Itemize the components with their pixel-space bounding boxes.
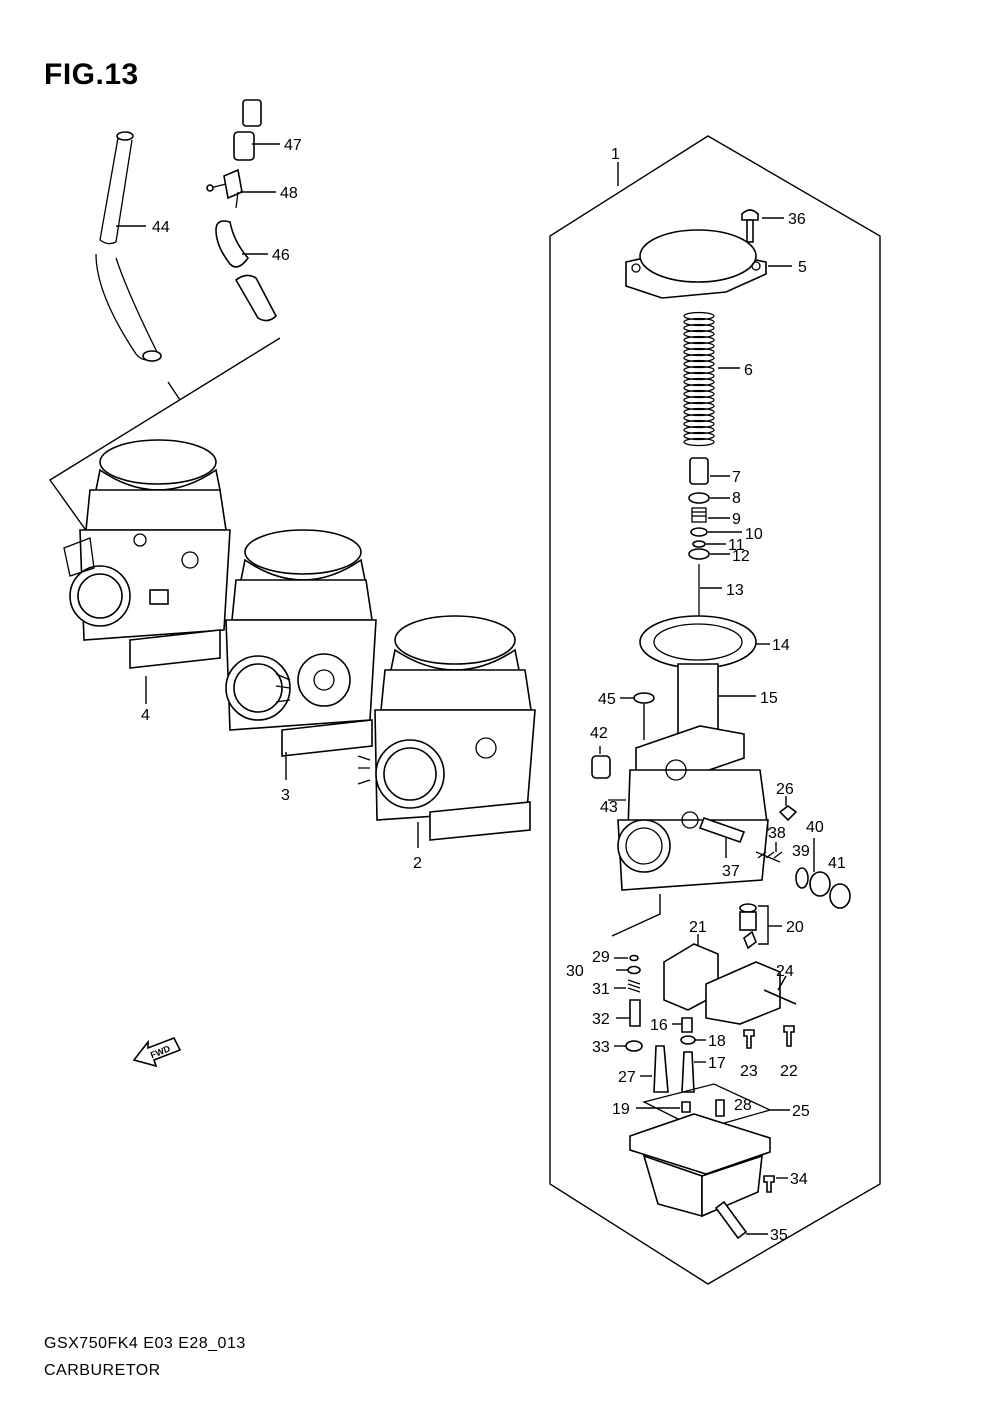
washer-30 <box>627 965 641 975</box>
valve-20 <box>739 903 757 950</box>
screw-19 <box>681 1101 691 1113</box>
callout-15: 15 <box>760 690 778 707</box>
callout-31: 31 <box>592 981 610 998</box>
callout-28: 28 <box>734 1097 752 1114</box>
hose-46 <box>215 220 277 322</box>
carburetor-kit-outline <box>549 135 881 1285</box>
top-cap-5 <box>625 229 767 299</box>
hose-assembly-bracket <box>48 337 281 551</box>
callout-33: 33 <box>592 1039 610 1056</box>
hose-47 <box>233 99 262 161</box>
callout-46: 46 <box>272 247 290 264</box>
callout-44: 44 <box>152 219 170 236</box>
callout-23: 23 <box>740 1063 758 1080</box>
screw-27 <box>653 1045 669 1093</box>
float-chamber <box>629 1113 771 1218</box>
callout-25: 25 <box>792 1103 810 1120</box>
callout-40: 40 <box>806 819 824 836</box>
screw-23 <box>743 1029 755 1049</box>
jet-17 <box>681 1051 695 1093</box>
callout-27: 27 <box>618 1069 636 1086</box>
callout-20: 20 <box>786 919 804 936</box>
cap-42 <box>591 755 611 779</box>
callout-14: 14 <box>772 637 790 654</box>
screw-34 <box>763 1175 775 1193</box>
carburetor-3 <box>225 529 377 757</box>
pin-24 <box>763 989 797 1005</box>
jet-16 <box>681 1017 693 1033</box>
figure-title: FIG.13 <box>44 58 139 91</box>
spring-31 <box>627 979 641 993</box>
screw-22 <box>783 1025 795 1047</box>
callout-22: 22 <box>780 1063 798 1080</box>
needle-parts-7-12 <box>688 457 710 560</box>
callout-37: 37 <box>722 863 740 880</box>
callout-26: 26 <box>776 781 794 798</box>
cap-41 <box>829 883 851 909</box>
callout-42: 42 <box>590 725 608 742</box>
callout-18: 18 <box>708 1033 726 1050</box>
callout-4: 4 <box>141 707 150 724</box>
callout-16: 16 <box>650 1017 668 1034</box>
callout-7: 7 <box>732 469 741 486</box>
callout-47: 47 <box>284 137 302 154</box>
callout-30: 30 <box>566 963 584 980</box>
carburetor-2 <box>357 615 536 841</box>
cap-33 <box>625 1040 643 1052</box>
o-ring-45 <box>633 692 655 704</box>
o-ring-18 <box>680 1035 696 1045</box>
callout-labels: 1 2 3 4 5 6 7 8 9 10 11 12 13 14 15 16 1… <box>141 137 846 1244</box>
callout-2: 2 <box>413 855 422 872</box>
screw-36 <box>741 209 759 243</box>
callout-6: 6 <box>744 362 753 379</box>
part-name: CARBURETOR <box>44 1362 161 1379</box>
screw-35 <box>714 1200 748 1240</box>
spring-38 <box>755 851 783 863</box>
screw-28 <box>715 1099 725 1117</box>
callout-1: 1 <box>611 146 620 163</box>
callout-32: 32 <box>592 1011 610 1028</box>
model-code: GSX750FK4 E03 E28_013 <box>44 1335 246 1352</box>
float-21 <box>663 943 781 1025</box>
nut-40 <box>809 871 831 897</box>
callout-29: 29 <box>592 949 610 966</box>
screw-32 <box>629 999 641 1027</box>
callout-24: 24 <box>776 963 794 980</box>
diaphragm-14 <box>639 615 757 669</box>
callout-10: 10 <box>745 526 763 543</box>
callout-11: 11 <box>728 537 745 554</box>
callout-43: 43 <box>600 799 618 816</box>
carburetor-4 <box>63 439 231 669</box>
callout-41: 41 <box>828 855 846 872</box>
callout-45: 45 <box>598 691 616 708</box>
callout-9: 9 <box>732 511 741 528</box>
callout-38: 38 <box>768 825 786 842</box>
carburetor-body <box>617 725 769 891</box>
callout-19: 19 <box>612 1101 630 1118</box>
callout-35: 35 <box>770 1227 788 1244</box>
callout-21: 21 <box>689 919 707 936</box>
callout-39: 39 <box>792 843 810 860</box>
callout-12: 12 <box>732 548 750 565</box>
callout-8: 8 <box>732 490 741 507</box>
callout-48: 48 <box>280 185 298 202</box>
callout-34: 34 <box>790 1171 808 1188</box>
joint-48 <box>206 168 243 209</box>
screw-37 <box>698 816 746 844</box>
callout-17: 17 <box>708 1055 726 1072</box>
callout-3: 3 <box>281 787 290 804</box>
washer-39 <box>795 867 809 889</box>
forward-arrow-icon: FWD <box>132 1036 182 1068</box>
screw-26 <box>778 805 798 822</box>
callout-36: 36 <box>788 211 806 228</box>
callout-13: 13 <box>726 582 744 599</box>
ring-29 <box>629 954 639 962</box>
hose-44 <box>95 131 162 362</box>
spring-6 <box>683 311 715 447</box>
callout-5: 5 <box>798 259 807 276</box>
